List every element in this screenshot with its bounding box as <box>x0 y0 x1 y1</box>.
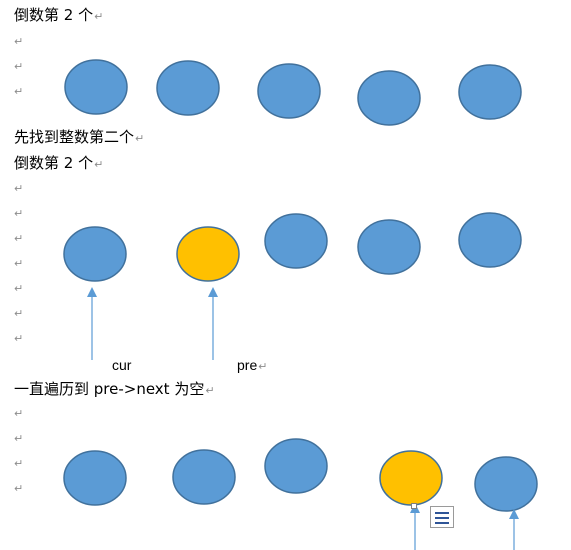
section2-line1: 先找到整数第二个↵ <box>14 128 145 146</box>
layout-options-icon[interactable] <box>430 506 454 528</box>
paragraph-mark: ↵ <box>14 432 24 445</box>
section3-heading: 一直遍历到 pre->next 为空↵ <box>14 380 215 398</box>
section2-line2: 倒数第 2 个↵ <box>14 154 104 172</box>
cur-label: cur <box>112 357 132 373</box>
row3-node-1[interactable] <box>63 450 127 506</box>
paragraph-mark: ↵ <box>258 361 268 373</box>
row1-node-5[interactable] <box>458 64 522 120</box>
paragraph-mark: ↵ <box>14 60 24 73</box>
paragraph-mark: ↵ <box>14 207 24 220</box>
paragraph-mark: ↵ <box>14 85 24 98</box>
layout-icon-bar <box>435 517 449 519</box>
paragraph-mark: ↵ <box>205 384 215 397</box>
selection-handle[interactable] <box>411 503 417 509</box>
row1-node-2[interactable] <box>156 60 220 116</box>
row1-node-4[interactable] <box>357 70 421 126</box>
paragraph-mark: ↵ <box>14 232 24 245</box>
paragraph-mark: ↵ <box>94 10 104 23</box>
row3-node-2[interactable] <box>172 449 236 505</box>
paragraph-mark: ↵ <box>14 332 24 345</box>
row2-node-4[interactable] <box>357 219 421 275</box>
row2-node-cur[interactable] <box>63 226 127 282</box>
row3-node-pre[interactable] <box>379 450 443 506</box>
paragraph-mark: ↵ <box>14 307 24 320</box>
paragraph-mark: ↵ <box>14 482 24 495</box>
layout-icon-bar <box>435 512 449 514</box>
section1-heading: 倒数第 2 个↵ <box>14 6 104 24</box>
row1-node-3[interactable] <box>257 63 321 119</box>
layout-icon-bar <box>435 522 449 524</box>
row2-node-3[interactable] <box>264 213 328 269</box>
row2-node-pre[interactable] <box>176 226 240 282</box>
row3-node-5[interactable] <box>474 456 538 512</box>
paragraph-mark: ↵ <box>14 257 24 270</box>
row1-node-1[interactable] <box>64 59 128 115</box>
paragraph-mark: ↵ <box>94 158 104 171</box>
paragraph-mark: ↵ <box>14 282 24 295</box>
paragraph-mark: ↵ <box>14 407 24 420</box>
paragraph-mark: ↵ <box>14 35 24 48</box>
pre-label: pre↵ <box>237 357 268 373</box>
paragraph-mark: ↵ <box>14 457 24 470</box>
row3-node-3[interactable] <box>264 438 328 494</box>
row2-node-5[interactable] <box>458 212 522 268</box>
paragraph-mark: ↵ <box>135 132 145 145</box>
paragraph-mark: ↵ <box>14 182 24 195</box>
